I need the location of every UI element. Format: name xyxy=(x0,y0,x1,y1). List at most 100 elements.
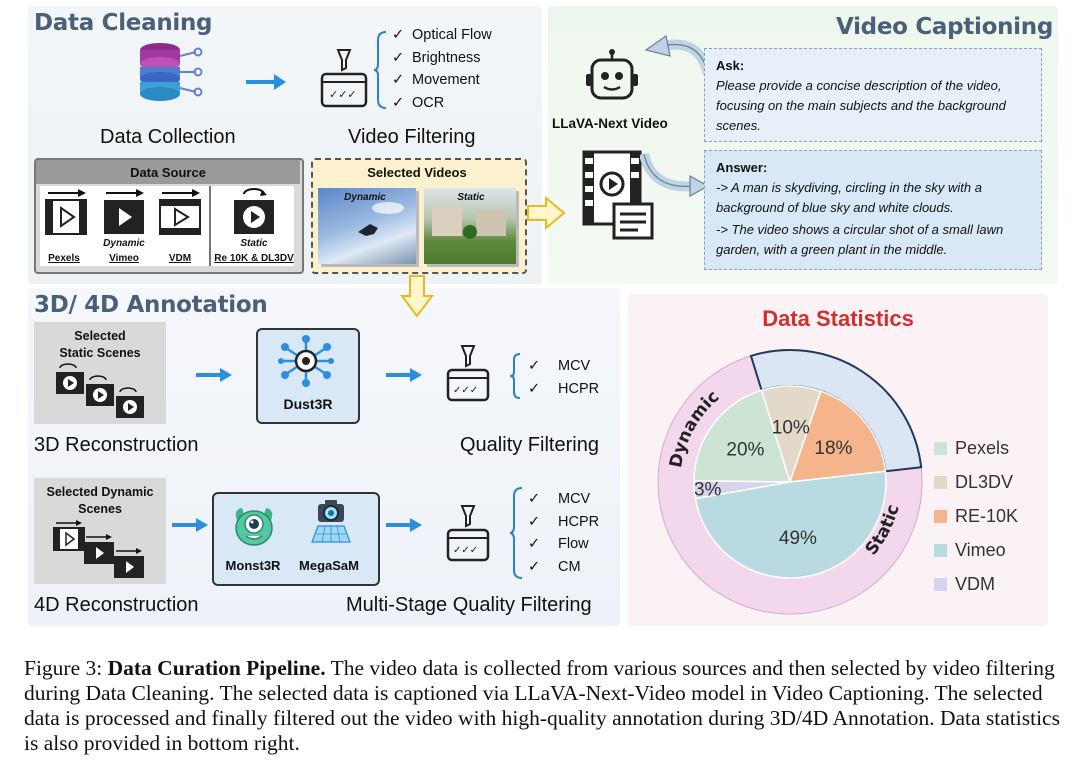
source-vdm: VDM xyxy=(168,253,192,264)
legend-label: Pexels xyxy=(955,438,1010,458)
quality-filter-4d-icon: ✓✓✓ xyxy=(446,505,490,562)
legend-label: VDM xyxy=(955,574,995,594)
legend-swatch xyxy=(934,442,947,455)
legend-item-re-10k: RE-10K xyxy=(934,506,1018,527)
arrow-right-3d-2-icon xyxy=(386,368,422,382)
recon-3d-label: 3D Reconstruction xyxy=(34,434,199,456)
check-optical-flow: Optical Flow xyxy=(412,27,492,43)
answer-text-1: -> A man is skydiving, circling in the s… xyxy=(716,180,982,215)
video-document-icon xyxy=(582,150,654,240)
yellow-arrow-down-icon xyxy=(400,275,434,318)
curved-arrow-answer-icon xyxy=(640,152,710,198)
film-icon-vdm xyxy=(159,189,201,235)
robot-icon xyxy=(586,49,638,100)
monst3r-label: Monst3R xyxy=(225,558,281,573)
multi-stage-filtering-label: Multi-Stage Quality Filtering xyxy=(346,594,592,616)
film-icon-static xyxy=(234,188,274,234)
check-hcpr-3d: HCPR xyxy=(558,380,600,397)
arrow-right-3d-1-icon xyxy=(196,368,232,382)
ask-heading: Ask: xyxy=(716,58,745,73)
check-hcpr-4d: HCPR xyxy=(558,513,600,530)
figure-caption: Figure 3: Data Curation Pipeline. The vi… xyxy=(24,656,1060,756)
database-icon xyxy=(140,43,203,101)
answer-content: Answer: -> A man is skydiving, circling … xyxy=(716,158,1036,260)
dust3r-box xyxy=(256,328,360,424)
check-movement: Movement xyxy=(412,72,480,88)
static-scenes-films-icon xyxy=(56,363,144,418)
legend-item-vimeo: Vimeo xyxy=(934,540,1006,561)
check-cm-4d: CM xyxy=(558,558,581,575)
video-filter-icon: ✓✓✓ xyxy=(320,49,368,108)
answer-box xyxy=(704,150,1042,270)
data-collection-label: Data Collection xyxy=(100,126,236,148)
dynamic-scenes-films-icon xyxy=(53,520,144,578)
check-mcv-3d: MCV xyxy=(558,358,591,374)
film-icon-vimeo xyxy=(104,189,144,234)
svg-text:✓✓✓: ✓✓✓ xyxy=(453,545,478,556)
network-icon xyxy=(278,335,334,387)
ask-content: Ask: Please provide a concise descriptio… xyxy=(716,56,1032,136)
pie-slice-pexels xyxy=(693,389,792,483)
quality-filtering-label: Quality Filtering xyxy=(460,434,599,456)
svg-text:✓✓✓: ✓✓✓ xyxy=(453,385,478,396)
legend-label: Vimeo xyxy=(955,540,1006,560)
data-source-title: Data Source xyxy=(130,165,206,180)
legend-item-vdm: VDM xyxy=(934,574,995,595)
caption-text: The video data is collected from various… xyxy=(24,656,1060,755)
legend-swatch xyxy=(934,510,947,523)
legend-swatch xyxy=(934,544,947,557)
legend-item-dl3dv: DL3DV xyxy=(934,472,1013,493)
recon-4d-label: 4D Reconstruction xyxy=(34,594,199,616)
pie-slice-vimeo xyxy=(694,470,887,579)
answer-heading: Answer: xyxy=(716,160,768,175)
source-pexels: Pexels xyxy=(48,253,80,264)
pie-label-dl3dv: 10% xyxy=(772,417,810,438)
dust3r-label: Dust3R xyxy=(283,396,333,412)
pie-label-pexels: 20% xyxy=(726,440,764,461)
camera-grid-icon xyxy=(311,500,351,543)
arrow-right-4d-2-icon xyxy=(386,518,422,532)
selected-dynamic-label: Dynamic xyxy=(344,192,386,203)
legend-label: DL3DV xyxy=(955,472,1014,492)
skydiver-image xyxy=(358,202,404,236)
check-mcv-4d: MCV xyxy=(558,491,591,507)
monster-icon xyxy=(235,508,273,546)
bracket-4d-icon xyxy=(510,487,523,579)
ask-box xyxy=(704,48,1042,142)
pie-label-re-10k: 18% xyxy=(814,438,852,459)
answer-text-2: -> The video shows a circular shot of a … xyxy=(716,222,1004,257)
dynamic-scenes-title: Selected Dynamic Scenes xyxy=(46,485,154,516)
legend-item-pexels: Pexels xyxy=(934,438,1009,459)
legend-swatch xyxy=(934,476,947,489)
video-filtering-label: Video Filtering xyxy=(348,126,476,148)
data-cleaning-title: Data Cleaning xyxy=(34,10,213,36)
caption-bold: Data Curation Pipeline. xyxy=(107,656,326,680)
svg-text:✓✓✓: ✓✓✓ xyxy=(329,88,357,101)
garden-image xyxy=(432,206,506,239)
selected-static-label: Static xyxy=(457,192,485,203)
source-vimeo: Vimeo xyxy=(109,253,139,264)
static-scenes-title: Selected Static Scenes xyxy=(59,329,141,360)
annotation-title: 3D/ 4D Annotation xyxy=(34,292,268,318)
static-source-label: Static xyxy=(240,238,268,249)
data-source-header xyxy=(36,160,300,184)
pie-label-vimeo: 49% xyxy=(779,528,817,549)
quality-checks-3d: ✓MCV ✓HCPR xyxy=(528,358,600,397)
arrow-right-icon xyxy=(246,74,286,90)
bracket-icon xyxy=(374,31,387,109)
dynamic-video-thumbnail xyxy=(318,188,416,264)
statistics-title: Data Statistics xyxy=(762,306,914,331)
legend-swatch xyxy=(934,578,947,591)
curved-arrow-ask-icon xyxy=(644,34,710,76)
video-captioning-title: Video Captioning xyxy=(836,14,1053,40)
pie-label-vdm: 3% xyxy=(694,480,722,501)
arrow-right-4d-1-icon xyxy=(172,518,208,532)
dynamic-source-label: Dynamic xyxy=(103,238,145,249)
data-source-divider xyxy=(209,186,211,266)
check-ocr: OCR xyxy=(412,94,445,111)
caption-prefix: Figure 3: xyxy=(24,656,108,680)
check-flow-4d: Flow xyxy=(558,536,589,552)
film-icon-pexels xyxy=(45,189,87,235)
pie-slice-re-10k xyxy=(788,390,887,483)
video-filter-checklist: ✓Optical Flow ✓Brightness ✓Movement ✓OCR xyxy=(392,27,492,111)
